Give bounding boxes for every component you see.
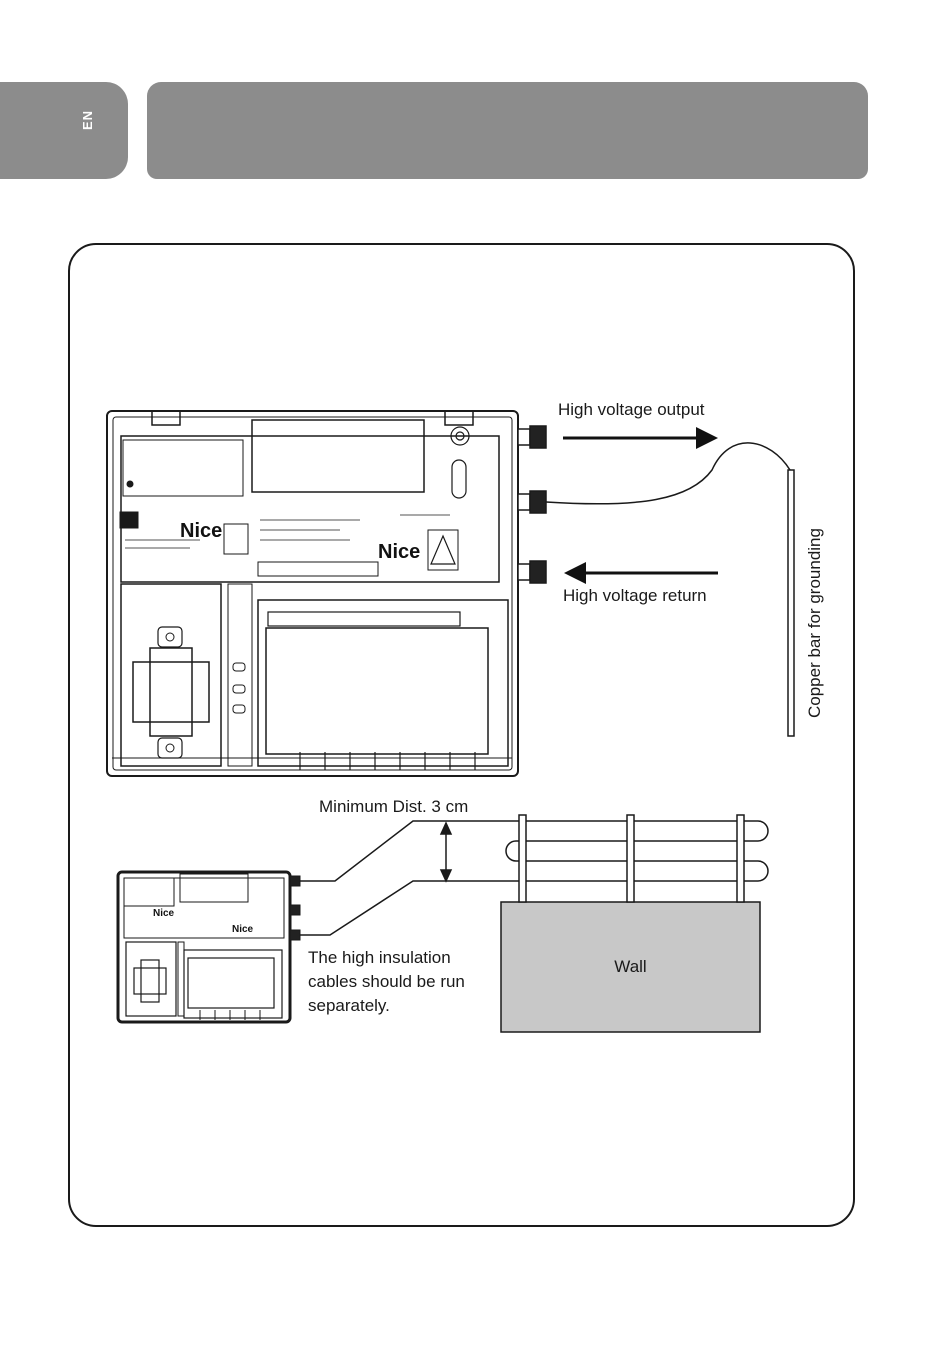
min-dist-label: Minimum Dist. 3 cm (319, 797, 468, 817)
ground-wire (546, 443, 790, 504)
hv-return-label: High voltage return (563, 586, 707, 606)
controller-enclosure-large (107, 411, 518, 776)
fence-cables (300, 821, 522, 935)
fence (506, 815, 768, 902)
output-arrow (563, 427, 718, 449)
copper-bar-label: Copper bar for grounding (805, 528, 825, 718)
brand-logo-right: Nice (378, 541, 420, 563)
hv-terminals (518, 426, 546, 583)
hv-output-label: High voltage output (558, 400, 705, 420)
wall-label: Wall (501, 902, 760, 1032)
brand-logo-left: Nice (180, 520, 222, 542)
copper-bar (788, 470, 794, 736)
brand-logo-small-right: Nice (232, 924, 254, 935)
brand-logo-small-left: Nice (153, 908, 175, 919)
controller-enclosure-small (118, 872, 300, 1022)
distance-arrow (441, 823, 451, 881)
insulation-note: The high insulation cables should be run… (308, 946, 478, 1018)
return-arrow (564, 562, 718, 584)
